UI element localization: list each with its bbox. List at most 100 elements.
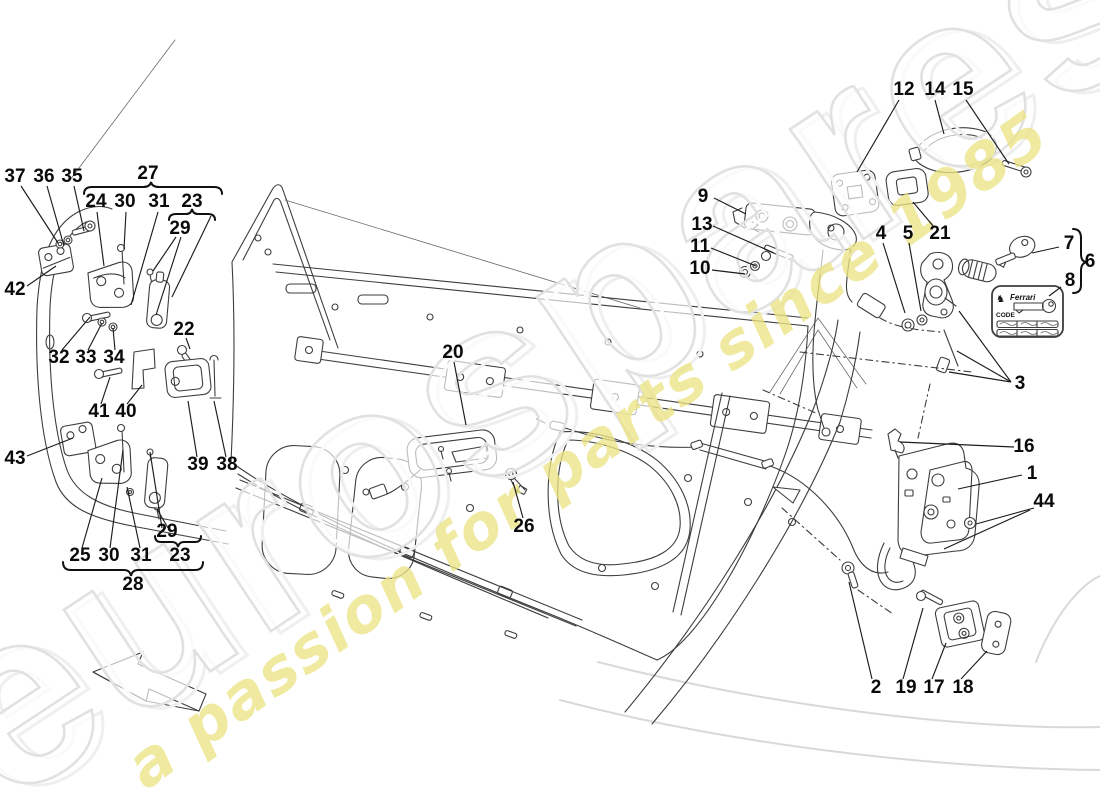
leader-line-25 [81, 477, 103, 549]
callout-41: 41 [88, 401, 110, 422]
leader-line-18 [960, 650, 988, 680]
leader-line-34 [112, 327, 116, 351]
callout-43: 43 [4, 448, 25, 469]
leader-line-29 [152, 236, 177, 272]
callout-31: 31 [148, 191, 170, 212]
leader-line-21 [912, 201, 935, 228]
key-card-brand: Ferrari [1010, 293, 1036, 302]
leader-line-24 [96, 211, 105, 267]
leader-line-44 [943, 509, 1031, 550]
leader-line-31 [130, 211, 159, 306]
callout-32: 32 [48, 347, 69, 368]
lock-rods [762, 317, 973, 561]
lock-cable [536, 418, 889, 574]
callout-9: 9 [698, 186, 709, 207]
callout-33: 33 [75, 347, 96, 368]
callout-10: 10 [689, 258, 710, 279]
callout-22: 22 [173, 319, 194, 340]
leader-line-10 [711, 269, 746, 275]
callout-27: 27 [137, 163, 158, 184]
leader-line-19 [902, 607, 924, 680]
callout-30: 30 [114, 191, 135, 212]
callout-4: 4 [876, 223, 887, 244]
leader-line-3 [958, 310, 1012, 383]
callout-36: 36 [33, 166, 54, 187]
striker-group [841, 561, 1012, 656]
callout-6: 6 [1085, 251, 1096, 272]
direction-arrow [92, 651, 207, 712]
callout-19: 19 [895, 677, 916, 698]
leader-line-5 [908, 242, 922, 312]
leader-line-29 [156, 508, 169, 529]
callout-7: 7 [1064, 233, 1075, 254]
leader-line-14 [934, 99, 945, 135]
leader-line-1 [957, 474, 1023, 490]
leader-line-32 [61, 316, 91, 351]
callout-20: 20 [442, 342, 463, 363]
leader-line-42 [26, 265, 57, 287]
leader-line-31 [126, 486, 141, 549]
callout-21: 21 [929, 223, 951, 244]
leader-line-36 [46, 185, 65, 247]
leader-line-3 [948, 371, 1012, 383]
callout-35: 35 [61, 166, 83, 187]
callout-13: 13 [691, 214, 712, 235]
callout-28: 28 [122, 574, 143, 595]
callout-37: 37 [4, 166, 25, 187]
callout-38: 38 [216, 454, 237, 475]
leader-line-38 [213, 400, 227, 458]
callout-25: 25 [69, 545, 91, 566]
callout-8: 8 [1065, 270, 1076, 291]
callout-1: 1 [1027, 463, 1038, 484]
callout-3: 3 [1015, 373, 1026, 394]
leader-line-9 [713, 197, 747, 215]
callout-44: 44 [1033, 491, 1055, 512]
leader-line-29 [149, 451, 163, 529]
inner-door-handle [362, 429, 498, 500]
door-check-group [93, 344, 222, 399]
leader-line-16 [899, 441, 1015, 448]
prancing-horse-icon: ♞ [996, 294, 1005, 305]
leader-line-22 [185, 337, 191, 350]
door-latch-assembly [876, 428, 980, 591]
callout-5: 5 [903, 223, 914, 244]
callout-14: 14 [924, 79, 946, 100]
callout-23: 23 [169, 545, 190, 566]
leader-line-30 [123, 211, 127, 250]
leader-line-20 [453, 361, 467, 426]
callout-16: 16 [1013, 436, 1034, 457]
callout-24: 24 [85, 191, 107, 212]
group-braces [62, 181, 1088, 577]
leader-line-40 [126, 384, 143, 405]
leader-line-17 [931, 642, 947, 680]
callout-18: 18 [952, 677, 973, 698]
leader-line-12 [856, 99, 900, 173]
callout-40: 40 [115, 401, 136, 422]
leader-line-26 [512, 481, 524, 519]
callout-11: 11 [690, 236, 711, 257]
leader-line-11 [710, 247, 757, 267]
leader-line-23 [171, 215, 212, 298]
callout-31: 31 [130, 545, 152, 566]
leader-line-33 [87, 322, 103, 351]
callout-12: 12 [893, 79, 914, 100]
handle-gaskets [830, 127, 1032, 217]
leader-line-7 [1031, 246, 1060, 254]
callout-39: 39 [187, 454, 208, 475]
leader-line-3 [956, 350, 1012, 383]
callout-26: 26 [513, 516, 534, 537]
leader-line-39 [187, 400, 198, 458]
callout-42: 42 [4, 279, 25, 300]
callout-15: 15 [952, 79, 974, 100]
leader-line-41 [100, 376, 111, 405]
door-shell-rear [624, 319, 861, 725]
leader-line-4 [882, 242, 906, 314]
leader-line-29 [155, 236, 182, 316]
key-code-card: ♞ Ferrari CODE [991, 285, 1064, 338]
leader-line-37 [20, 185, 59, 244]
leader-line-44 [975, 507, 1035, 525]
leader-line-15 [965, 99, 1010, 165]
callout-30: 30 [98, 545, 119, 566]
